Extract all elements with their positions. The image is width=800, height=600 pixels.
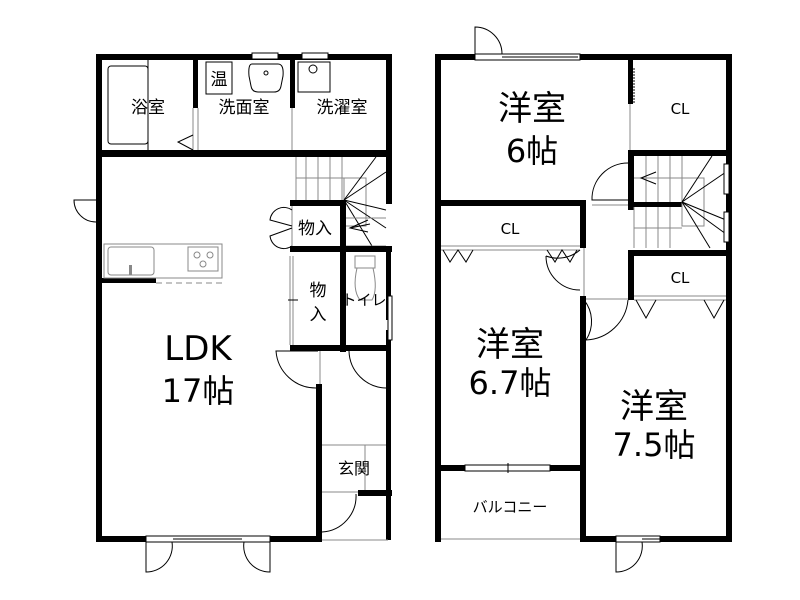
label-room-b-size: 6.7帖: [469, 364, 552, 402]
label-entrance: 玄関: [338, 459, 370, 478]
roomC-south-door: [615, 541, 643, 573]
label-room-c: 洋室: [620, 387, 688, 427]
label-storage-upper: 物入: [298, 219, 332, 239]
wall-storage-lower-bottom: [290, 345, 390, 351]
wall2-roomA-south: [435, 200, 585, 206]
wall2-east: [726, 54, 732, 542]
south-door-left: [145, 541, 173, 573]
wall2-stair-mid: [628, 202, 682, 207]
roomC-door: [585, 299, 629, 341]
wall-laundry-stair: [292, 150, 392, 157]
wash-basin: [248, 63, 284, 93]
cooktop: [187, 246, 219, 272]
floor-1: 浴室 温 洗面室 洗濯室: [73, 52, 393, 573]
wall-east-mid: [386, 250, 391, 320]
wall-storage-bottom: [290, 246, 392, 252]
label-room-b: 洋室: [476, 325, 544, 365]
west-door: [73, 199, 97, 223]
wall-wash-laundry: [290, 58, 295, 108]
south-door-right: [243, 541, 271, 573]
wall-north: [96, 54, 388, 60]
wall-bath-wash: [193, 58, 198, 108]
ldk-door: [275, 350, 318, 389]
floor-2: CL 洋室 6帖: [435, 26, 732, 573]
water-heater: [205, 61, 233, 95]
wall2-cl-c-top: [628, 250, 732, 256]
stairs-floor2: [628, 150, 730, 249]
wall-south-right: [270, 536, 322, 542]
window-wash: [251, 52, 279, 60]
wall-bath-ldk: [96, 150, 296, 157]
wall-west: [96, 54, 102, 542]
wall-entrance: [358, 490, 392, 496]
wall-storage-top: [290, 200, 346, 206]
label-bath: 浴室: [131, 98, 165, 118]
wall-kitchen-stub: [96, 278, 156, 283]
label-laundry: 洗濯室: [317, 98, 368, 118]
roomA-door: [591, 162, 629, 201]
kitchen-counter: [103, 243, 223, 279]
toilet-door: [348, 350, 387, 389]
label-closet-c: CL: [671, 269, 690, 287]
label-closet-b: CL: [501, 220, 520, 238]
toilet-tank: [354, 255, 376, 269]
wall-east-lower: [386, 330, 391, 540]
wall-toilet-left: [340, 252, 346, 352]
wall2-cl-right: [580, 200, 586, 248]
label-ldk: LDK: [164, 329, 233, 369]
label-room-a: 洋室: [498, 89, 566, 129]
wall2-roomB-roomC: [580, 296, 586, 542]
wall-storage-right: [340, 200, 346, 252]
storage-door-upper: [269, 206, 293, 227]
label-room-c-size: 7.5帖: [613, 426, 696, 464]
label-washroom: 洗面室: [219, 98, 270, 118]
washing-machine: [297, 61, 331, 93]
entrance-door: [321, 493, 357, 533]
wall2-roomA-cl: [628, 54, 633, 104]
wall2-stair-left: [628, 150, 634, 210]
label-storage-lower-1: 物: [310, 281, 327, 301]
wall2-west: [435, 54, 441, 542]
label-toilet: トイレ: [341, 291, 386, 309]
wall2-cl-c-left: [628, 250, 634, 300]
toilet-bowl: [354, 267, 376, 301]
wall2-balcony-left: [435, 465, 465, 471]
wall-east-upper: [386, 54, 392, 204]
label-closet-a: CL: [671, 100, 690, 118]
label-water-heater: 温: [211, 70, 228, 90]
wall2-balcony-right: [550, 465, 586, 471]
north-door: [474, 26, 503, 55]
wall2-north-left: [435, 54, 475, 60]
label-ldk-size: 17帖: [162, 372, 235, 410]
wall2-north-right: [580, 54, 732, 60]
wall2-cl-stair: [628, 150, 732, 156]
wall-south-left: [96, 536, 146, 542]
window-laundry: [301, 52, 329, 60]
label-balcony: バルコニー: [473, 498, 548, 516]
wall-ldk-east: [316, 384, 322, 542]
roomB-door: [545, 249, 581, 259]
label-room-a-size: 6帖: [506, 132, 558, 170]
label-storage-lower-2: 入: [310, 305, 327, 325]
bath-door: [176, 134, 194, 151]
